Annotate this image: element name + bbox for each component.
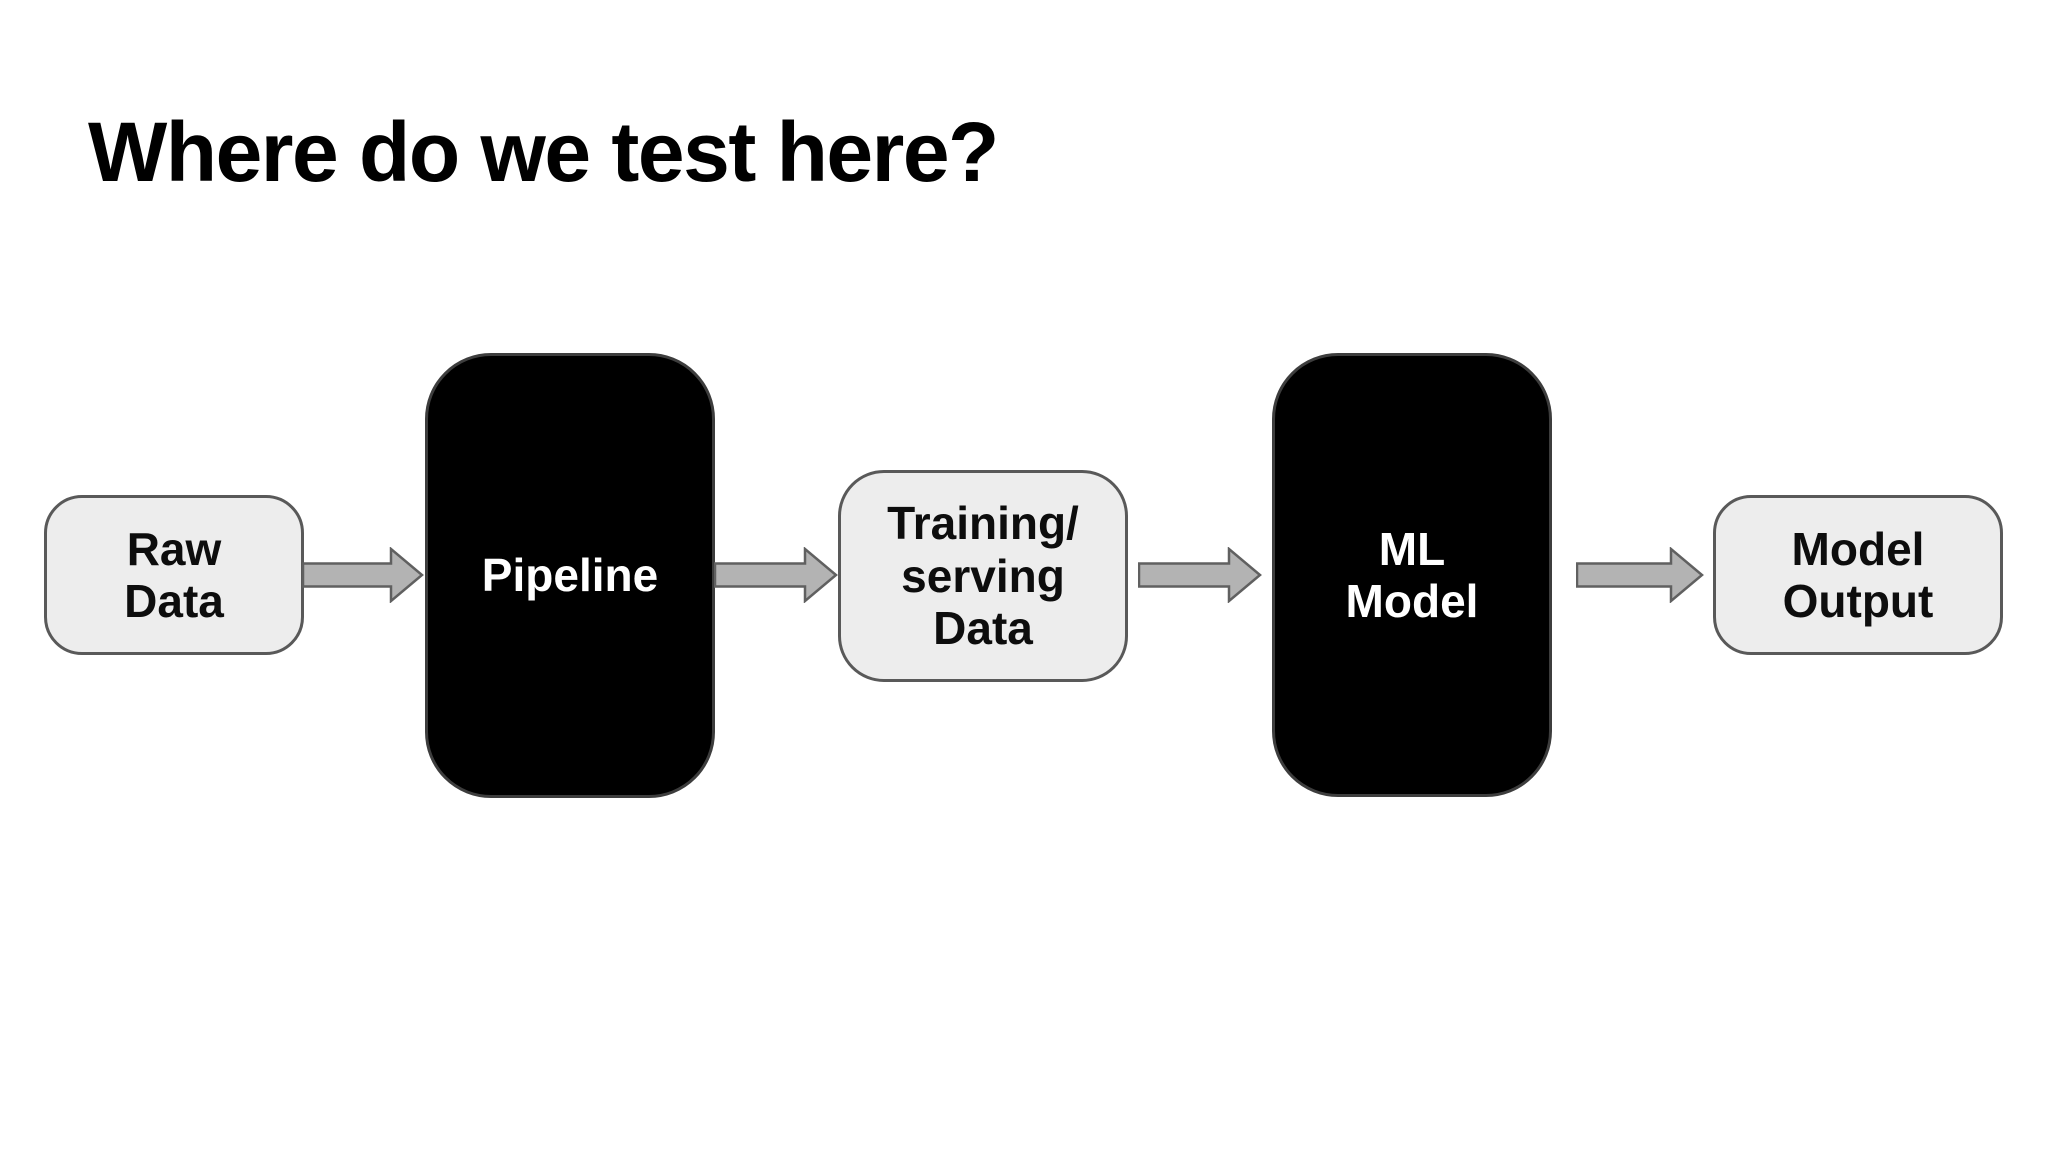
flow-node-raw-data: Raw Data: [44, 495, 304, 655]
flow-node-model-output-label: Model Output: [1782, 522, 1934, 627]
flow-node-pipeline: Pipeline: [425, 353, 715, 798]
flow-node-model-output: Model Output: [1713, 495, 2003, 655]
slide-title: Where do we test here?: [88, 105, 999, 199]
flow-node-ml-model: ML Model: [1272, 353, 1552, 797]
flow-node-ml-model-label: ML Model: [1345, 522, 1479, 627]
flow-node-pipeline-label: Pipeline: [481, 549, 659, 602]
right-arrow-icon: [714, 547, 838, 603]
flow-node-training-serving-data: Training/ serving Data: [838, 470, 1128, 682]
flow-node-training-serving-data-label: Training/ serving Data: [887, 497, 1079, 655]
flow-node-raw-data-label: Raw Data: [124, 522, 224, 627]
right-arrow-icon: [1576, 547, 1704, 603]
right-arrow-icon: [1138, 547, 1262, 603]
right-arrow-icon: [302, 547, 424, 603]
